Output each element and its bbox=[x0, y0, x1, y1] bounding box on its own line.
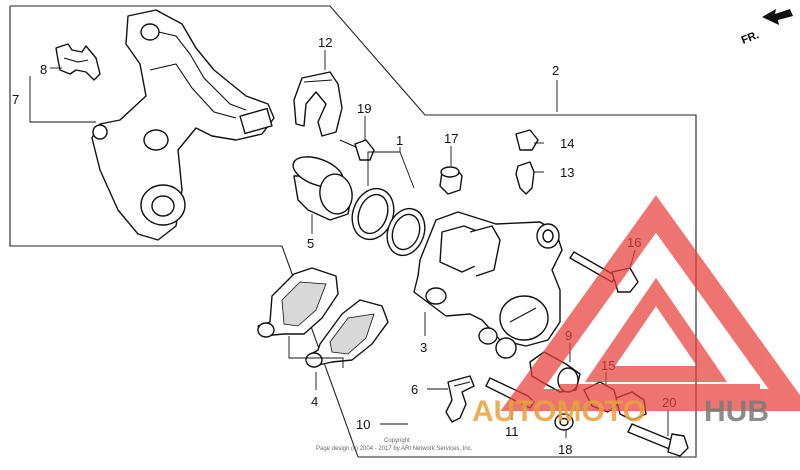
brake-pad-set-part bbox=[257, 267, 389, 368]
caliper-body-part bbox=[413, 211, 563, 359]
callout-6: 6 bbox=[411, 382, 418, 397]
piston-seal-set-part bbox=[351, 187, 426, 257]
watermark-logo bbox=[500, 195, 800, 411]
front-direction-indicator: FR. bbox=[740, 9, 793, 47]
watermark-text-automoto: AUTOMOTO bbox=[472, 395, 646, 428]
watermark-wordmark: AUTOMOTO HUB bbox=[472, 395, 769, 428]
copyright-line-1: Copyright bbox=[384, 438, 410, 444]
callout-18: 18 bbox=[558, 442, 572, 457]
caliper-bracket-part bbox=[91, 9, 275, 241]
bolt-19-part bbox=[339, 139, 375, 161]
nut-18-part bbox=[554, 413, 574, 431]
bracket-clip-part bbox=[55, 43, 101, 81]
callout-5: 5 bbox=[307, 236, 314, 251]
bleeder-screw-part bbox=[515, 129, 539, 195]
pad-spring-part bbox=[445, 375, 475, 423]
front-arrow-icon bbox=[762, 9, 793, 25]
copyright-notice: Copyright Page design (c) 2004 - 2017 by… bbox=[316, 438, 473, 452]
callout-11: 11 bbox=[505, 424, 519, 439]
leader-lines bbox=[29, 50, 669, 438]
watermark-text-hub: HUB bbox=[704, 395, 769, 428]
copyright-line-2: Page design (c) 2004 - 2017 by ARI Netwo… bbox=[316, 446, 473, 452]
callout-14: 14 bbox=[560, 136, 574, 151]
callout-1: 1 bbox=[396, 133, 403, 148]
callout-12: 12 bbox=[318, 35, 332, 50]
piston-part bbox=[292, 156, 353, 221]
callout-8: 8 bbox=[40, 62, 47, 77]
callout-2: 2 bbox=[552, 63, 559, 78]
callout-10: 10 bbox=[356, 417, 370, 432]
callout-7: 7 bbox=[12, 92, 19, 107]
callout-19: 19 bbox=[357, 101, 371, 116]
callout-4: 4 bbox=[311, 394, 318, 409]
callout-13: 13 bbox=[560, 165, 574, 180]
bolt-20-part bbox=[627, 423, 689, 457]
watermark-triangle-icon bbox=[500, 195, 800, 411]
callout-3: 3 bbox=[420, 340, 427, 355]
callout-17: 17 bbox=[444, 131, 458, 146]
watermark-inner-triangle-icon bbox=[584, 277, 728, 382]
front-direction-label: FR. bbox=[740, 29, 761, 47]
hose-clamp-part bbox=[293, 71, 343, 137]
bleeder-cap-part bbox=[439, 166, 463, 195]
